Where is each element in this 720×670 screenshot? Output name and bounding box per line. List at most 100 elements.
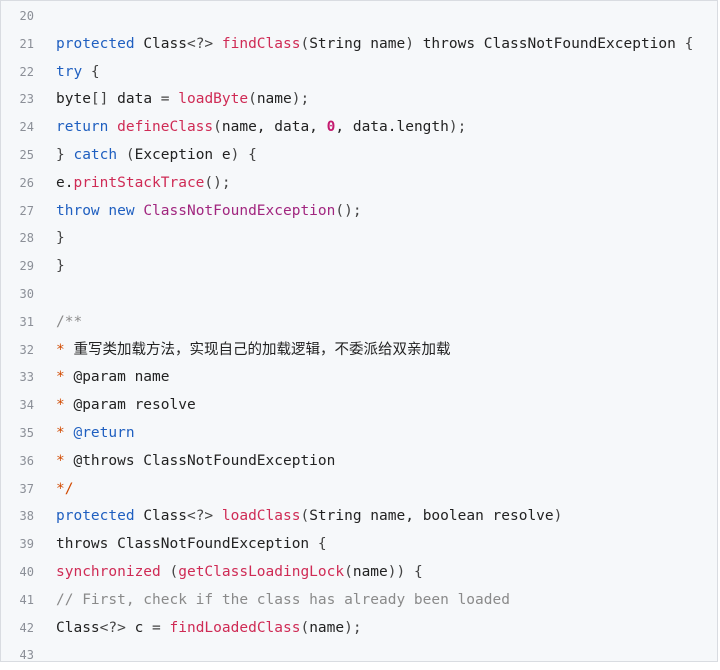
- line-number: 43: [19, 648, 34, 663]
- code-token: *: [56, 341, 74, 358]
- code-token: // First, check if the class has already…: [56, 591, 510, 608]
- code-token: (: [300, 35, 310, 52]
- code-token: *: [56, 424, 74, 441]
- code-token: Class: [56, 619, 100, 636]
- code-line: 39 throws ClassNotFoundException {: [1, 531, 717, 559]
- line-number: 42: [19, 620, 34, 635]
- code-token: String name, boolean resolve: [309, 508, 554, 525]
- line-number: 37: [19, 481, 34, 496]
- line-number: 34: [19, 398, 34, 413]
- code-text: return defineClass(name, data, 0, data.l…: [56, 114, 466, 142]
- code-token: protected: [56, 508, 144, 525]
- code-token: e.: [56, 174, 74, 191]
- code-token: throws ClassNotFoundException: [56, 536, 318, 553]
- code-token: Class: [143, 508, 187, 525]
- line-number: 35: [19, 425, 34, 440]
- line-number: 29: [19, 259, 34, 274]
- code-line: 23 byte[] data = loadByte(name);: [1, 86, 717, 114]
- code-token: protected: [56, 35, 144, 52]
- code-token: name, data,: [221, 119, 327, 136]
- line-number: 30: [19, 286, 34, 301]
- code-line: 34 * @param resolve: [1, 392, 717, 420]
- code-token: <?>: [186, 508, 222, 525]
- code-text: * @throws ClassNotFoundException: [56, 448, 335, 476]
- code-line: 28}: [1, 225, 717, 253]
- code-token: catch: [73, 146, 126, 163]
- code-line: 41 // First, check if the class has alrea…: [1, 587, 717, 615]
- code-token: name: [309, 619, 345, 636]
- code-text: // First, check if the class has already…: [56, 587, 510, 615]
- code-token: */: [56, 480, 74, 497]
- code-token: (: [300, 619, 310, 636]
- code-token: }: [56, 146, 74, 163]
- code-token: )) {: [387, 563, 423, 580]
- code-token: return: [56, 119, 118, 136]
- code-token: /**: [56, 313, 83, 330]
- code-line: 33* @param name: [1, 364, 717, 392]
- code-token: []: [90, 91, 118, 108]
- code-text: byte[] data = loadByte(name);: [56, 86, 309, 114]
- code-line: 32* 重写类加载方法，实现自己的加载逻辑，不委派给双亲加载: [1, 337, 717, 365]
- code-token: 重写类加载方法，实现自己的加载逻辑，不委派给双亲加载: [73, 341, 451, 358]
- line-number: 31: [19, 314, 34, 329]
- code-token: throws ClassNotFoundException: [422, 35, 685, 52]
- code-token: *: [56, 397, 74, 414]
- code-token: );: [344, 619, 362, 636]
- line-number: 26: [19, 175, 34, 190]
- code-text: }: [56, 225, 65, 253]
- code-token: @param name: [73, 369, 170, 386]
- code-line: 20: [1, 3, 717, 31]
- code-token: ): [405, 35, 423, 52]
- code-token: );: [291, 91, 310, 108]
- code-token: findLoadedClass: [169, 619, 301, 636]
- code-text: Class<?> c = findLoadedClass(name);: [56, 615, 362, 643]
- code-text: }: [56, 253, 65, 281]
- code-token: ClassNotFoundException: [143, 202, 336, 219]
- line-number: 23: [19, 92, 34, 107]
- code-token: c: [134, 619, 153, 636]
- code-text: * @return: [56, 420, 135, 448]
- line-number: 38: [19, 509, 34, 524]
- code-token: loadClass: [221, 508, 301, 525]
- code-text: * @param resolve: [56, 392, 196, 420]
- code-token: (: [213, 119, 222, 136]
- line-number: 27: [19, 203, 34, 218]
- code-token: *: [56, 452, 74, 469]
- code-line: 37 */: [1, 476, 717, 504]
- code-token: ): [553, 508, 563, 525]
- code-token: );: [448, 119, 467, 136]
- code-text: */: [56, 476, 73, 504]
- code-text: * @param name: [56, 364, 170, 392]
- code-token: loadByte: [178, 91, 249, 108]
- code-token: (: [344, 563, 353, 580]
- code-token: byte: [56, 91, 91, 108]
- code-line: 25} catch (Exception e) {: [1, 142, 717, 170]
- line-number: 39: [19, 537, 34, 552]
- code-text: throw new ClassNotFoundException();: [56, 198, 362, 226]
- code-token: throw new: [56, 202, 144, 219]
- code-text: protected Class<?> loadClass(String name…: [56, 503, 562, 531]
- code-token: ();: [335, 202, 362, 219]
- code-token: name: [256, 91, 292, 108]
- line-number: 24: [19, 120, 34, 135]
- line-number: 41: [19, 592, 34, 607]
- code-text: /**: [56, 309, 82, 337]
- code-token: =: [152, 619, 170, 636]
- code-token: *: [56, 369, 74, 386]
- code-line: 30: [1, 281, 717, 309]
- code-text: throws ClassNotFoundException {: [56, 531, 327, 559]
- code-line: 31 /**: [1, 309, 717, 337]
- code-token: Exception e: [134, 146, 231, 163]
- code-text: } catch (Exception e) {: [56, 142, 257, 170]
- line-number: 21: [19, 36, 34, 51]
- code-token: findClass: [221, 35, 301, 52]
- code-text: try {: [56, 59, 100, 87]
- code-line: 27 throw new ClassNotFoundException();: [1, 198, 717, 226]
